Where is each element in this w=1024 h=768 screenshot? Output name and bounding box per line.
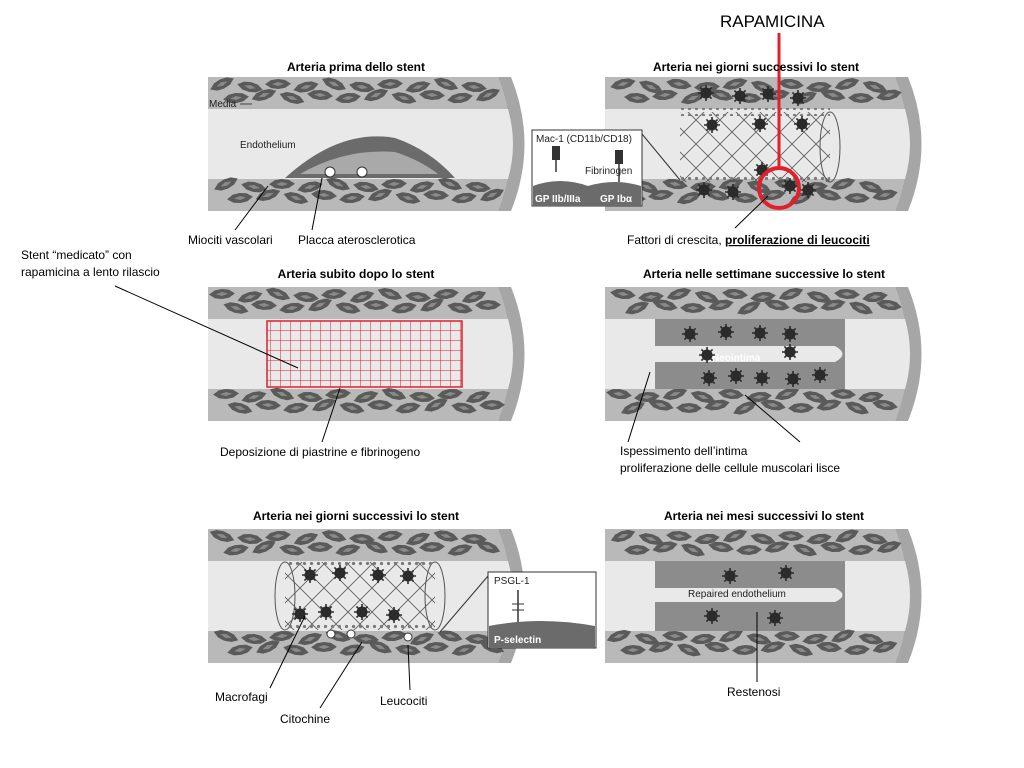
inset-receptors: Mac-1 (CD11b/CD18) Fibrinogen GP IIb/III…	[531, 129, 643, 207]
p-selectin-label: P-selectin	[494, 635, 541, 646]
gp-iib-label: GP IIb/IIIa	[535, 194, 581, 205]
leukocyte	[777, 564, 795, 582]
leukocyte	[703, 116, 721, 134]
label-placca: Placca aterosclerotica	[298, 233, 416, 247]
leukocyte	[700, 369, 718, 387]
title-panel-2: Arteria nei giorni successivi lo stent	[653, 60, 859, 74]
caption-panel-2-bold: proliferazione di leucociti	[725, 233, 870, 247]
leukocyte	[751, 115, 769, 133]
fibrinogen-label: Fibrinogen	[585, 166, 632, 177]
caption-panel-3: Deposizione di piastrine e fibrinogeno	[220, 445, 420, 459]
leukocyte	[793, 115, 811, 133]
leukocyte	[385, 606, 403, 624]
leukocyte	[781, 325, 799, 343]
title-panel-5: Arteria nei giorni successivi lo stent	[253, 509, 459, 523]
leukocyte	[301, 566, 319, 584]
leukocyte	[731, 87, 749, 105]
inset-selectin: PSGL-1 P-selectin	[487, 571, 597, 649]
stent-grid-panel-3	[266, 320, 463, 388]
repaired-endothelium-label: Repaired endothelium	[688, 589, 786, 600]
leukocyte	[717, 323, 735, 341]
rapamicina-target-circle	[757, 166, 801, 210]
leukocyte	[703, 607, 721, 625]
stent-label-line2: rapamicina a lento rilascio	[21, 265, 160, 279]
media-label: Media	[209, 99, 237, 110]
leukocyte	[399, 567, 417, 585]
mac1-label: Mac-1 (CD11b/CD18)	[536, 134, 632, 145]
leukocyte	[369, 566, 387, 584]
psgl-label: PSGL-1	[494, 576, 530, 587]
rapamicina-label: RAPAMICINA	[720, 12, 825, 31]
leukocyte	[811, 366, 829, 384]
leukocyte	[353, 603, 371, 621]
label-macrofagi: Macrofagi	[215, 690, 268, 704]
stent-label-line1: Stent “medicato” con	[21, 248, 132, 262]
title-panel-6: Arteria nei mesi successivi lo stent	[664, 509, 864, 523]
leukocyte	[753, 369, 771, 387]
leukocyte	[751, 324, 769, 342]
caption-panel-4-line2: proliferazione delle cellule muscolari l…	[620, 461, 840, 475]
caption-panel-2: Fattori di crescita, proliferazione di l…	[627, 233, 870, 247]
leukocyte	[789, 89, 807, 107]
leukocyte	[698, 346, 716, 364]
title-panel-3: Arteria subito dopo lo stent	[278, 267, 435, 281]
label-citochine: Citochine	[280, 712, 330, 726]
leukocyte	[759, 85, 777, 103]
title-panel-1: Arteria prima dello stent	[287, 60, 425, 74]
leukocyte	[784, 370, 802, 388]
leukocyte	[697, 84, 715, 102]
endothelium-label: Endothelium	[240, 140, 296, 151]
repaired-endothelium-layer	[655, 561, 845, 631]
leukocyte	[695, 181, 713, 199]
neointima-label: Neointima	[712, 353, 761, 364]
leukocyte	[727, 367, 745, 385]
leukocyte	[331, 564, 349, 582]
label-miociti: Miociti vascolari	[188, 233, 273, 247]
leukocyte	[291, 605, 309, 623]
caption-panel-2-plain: Fattori di crescita,	[627, 233, 725, 247]
plaque-shape	[285, 136, 455, 178]
leukocyte	[799, 181, 817, 199]
title-panel-4: Arteria nelle settimane successive lo st…	[643, 267, 885, 281]
leukocyte	[766, 609, 784, 627]
leukocyte	[781, 343, 799, 361]
leukocyte	[317, 603, 335, 621]
leukocyte	[681, 325, 699, 343]
label-restenosi: Restenosi	[727, 685, 780, 699]
label-leucociti: Leucociti	[380, 694, 427, 708]
gp-iba-label: GP Ibα	[600, 194, 633, 205]
caption-panel-4-line1: Ispessimento dell’intima	[620, 444, 748, 458]
leukocyte	[721, 567, 739, 585]
leukocyte	[724, 183, 742, 201]
